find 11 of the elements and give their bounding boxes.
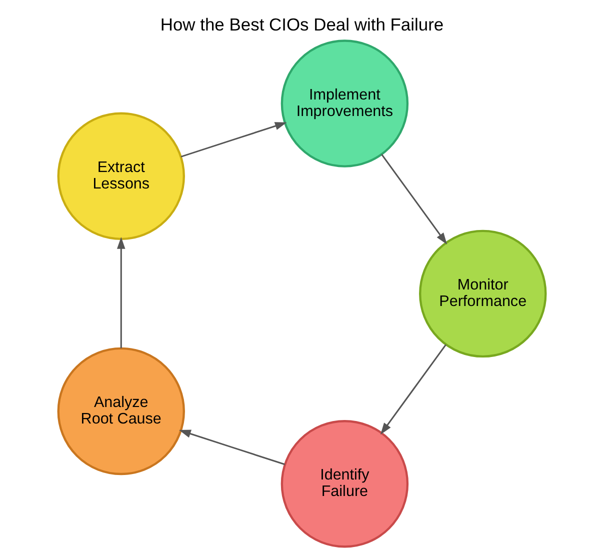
arrow [180, 122, 287, 158]
arrow [380, 344, 446, 435]
node-circle: Extract Lessons [57, 112, 185, 240]
arrow [381, 154, 448, 244]
arrow [117, 237, 126, 348]
node-circle: Implement Improvements [280, 40, 409, 168]
diagram-title: How the Best CIOs Deal with Failure [160, 14, 444, 35]
arrow [179, 430, 286, 466]
node-circle: Analyze Root Cause [57, 347, 185, 476]
node-circle: Monitor Performance [419, 230, 547, 358]
node-circle: Identify Failure [280, 420, 409, 548]
